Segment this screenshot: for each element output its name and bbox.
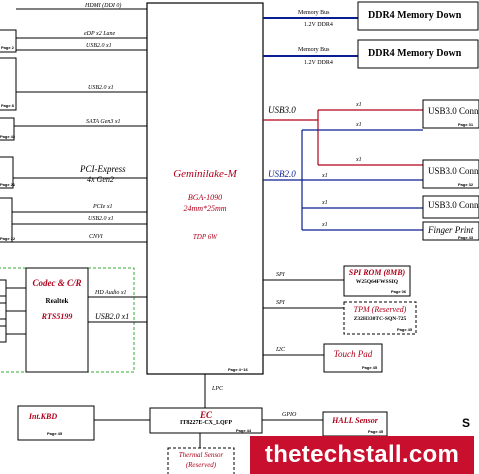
page-marker-5: Page 32 (0, 236, 16, 241)
usb3-conn-2-page: Page 32 (458, 182, 474, 187)
usb2-x1-b: x1 (322, 173, 328, 179)
pcie-sub: 4x Gen2 (87, 175, 114, 184)
codec-links (6, 287, 26, 335)
left-signal-lines (12, 8, 147, 323)
page-marker-1: Page 2 (1, 45, 14, 50)
edp-label: eDP x2 Lane (84, 31, 116, 37)
cpu-name: Geminilake-M (173, 168, 237, 180)
watermark-banner: thetechstall.com (250, 436, 474, 474)
codec-title: Codec & C/R (32, 278, 82, 288)
usb-c-label: USB2.0 x1 (88, 216, 114, 222)
memory-boxes (357, 1, 479, 69)
memory-bus-2-label: Memory Bus (298, 47, 330, 53)
usb3-x1-b: x1 (356, 157, 362, 163)
tpm-part: Z32H330TC-SQN-725 (353, 316, 407, 322)
hall-sensor-box: HALL Sensor (332, 416, 378, 425)
pcie-x1-label: PCIe x1 (93, 204, 113, 210)
usb2-label: USB2.0 (268, 169, 296, 179)
memory-type-1: 1.2V DDR4 (304, 22, 333, 28)
cnvi-label: CNVI (89, 234, 103, 240)
finger-print-page: Page 43 (458, 235, 474, 240)
ec-part: IT8227E-CX_LQFP (179, 420, 232, 426)
right-bus-lines (94, 279, 344, 448)
memory-type-2: 1.2V DDR4 (304, 60, 333, 66)
int-kbd-page: Page 45 (47, 431, 63, 436)
usb3-x1-a: x1 (356, 102, 362, 108)
usb3-conn-box-2: USB3.0 Conn (428, 166, 479, 176)
memory-bus-lines (263, 17, 358, 57)
cpu-box (146, 2, 264, 375)
audio-jack-boxes (0, 279, 7, 343)
tpm-title: TPM (Reserved) (353, 305, 407, 314)
cpu-size: 24mm*25mm (183, 204, 227, 213)
i2c-label: I2C (276, 347, 285, 353)
memory-bus-1-label: Memory Bus (298, 10, 330, 16)
cpu-package: BGA-1090 (187, 193, 223, 202)
tpm-page: Page 45 (397, 327, 413, 332)
hdmi-label: HDMI (DDI 0) (85, 3, 122, 9)
ec-title: EC (199, 410, 212, 420)
usb2-x1-d: x1 (322, 222, 328, 228)
edge-letter: S (462, 416, 471, 430)
spi-rom-title: SPI ROM (8MB) (348, 268, 406, 277)
spi-rom-page: Page 06 (391, 289, 407, 294)
int-kbd-box: Int.KBD (28, 412, 58, 421)
right-peripheral-boxes (17, 265, 417, 474)
thermal-sensor-sub: (Reserved) (185, 461, 217, 469)
usb3-conn-box-1: USB3.0 Conn (428, 106, 479, 116)
usb3-lines (263, 109, 423, 166)
ddr4-box-1: DDR4 Memory Down (368, 10, 462, 21)
usb-conn-boxes (422, 99, 479, 241)
usb2-x1-c: x1 (322, 200, 328, 206)
spi-rom-part: W25Q64FWSSIQ (355, 279, 399, 285)
hall-sensor-page: Page 45 (368, 429, 384, 434)
page-marker-4: Page 21 (0, 182, 16, 187)
spi-label-2: SPI (276, 300, 285, 306)
cpu-page: Page 4~16 (228, 367, 248, 372)
page-marker-2: Page 8 (1, 103, 14, 108)
usb2-x1-a: x1 (356, 122, 362, 128)
touch-pad-page: Page 45 (362, 365, 378, 370)
page-marker-3: Page 42 (0, 134, 16, 139)
touch-pad-box: Touch Pad (333, 349, 373, 359)
codec-vendor: Realtek (45, 297, 69, 305)
usb3-label: USB3.0 (268, 105, 296, 115)
usb-b-label: USB2.0 x1 (88, 85, 114, 91)
usb3-page: Page 31 (458, 122, 474, 127)
sata-label: SATA Gen3 x1 (86, 119, 121, 125)
usb3-conn-box-3: USB3.0 Conn (428, 200, 479, 210)
cpu-tdp: TDP 6W (192, 233, 218, 241)
hd-audio-label: HD Audio x1 (95, 290, 127, 296)
usb-a-label: USB2.0 x1 (86, 43, 112, 49)
gpio-label: GPIO (282, 412, 297, 418)
finger-print-box: Finger Print (428, 225, 474, 235)
usb2-lines (263, 129, 423, 231)
spi-label-1: SPI (276, 272, 285, 278)
thermal-sensor-title: Thermal Sensor (178, 451, 224, 459)
ddr4-box-2: DDR4 Memory Down (368, 48, 462, 59)
lpc-label: LPC (212, 386, 224, 392)
codec-part: RTS5199 (41, 312, 73, 321)
pcie-title: PCI-Express (80, 164, 126, 174)
usb-audio-label: USB2.0 x1 (95, 312, 130, 321)
ec-page: Page 44 (236, 428, 252, 433)
